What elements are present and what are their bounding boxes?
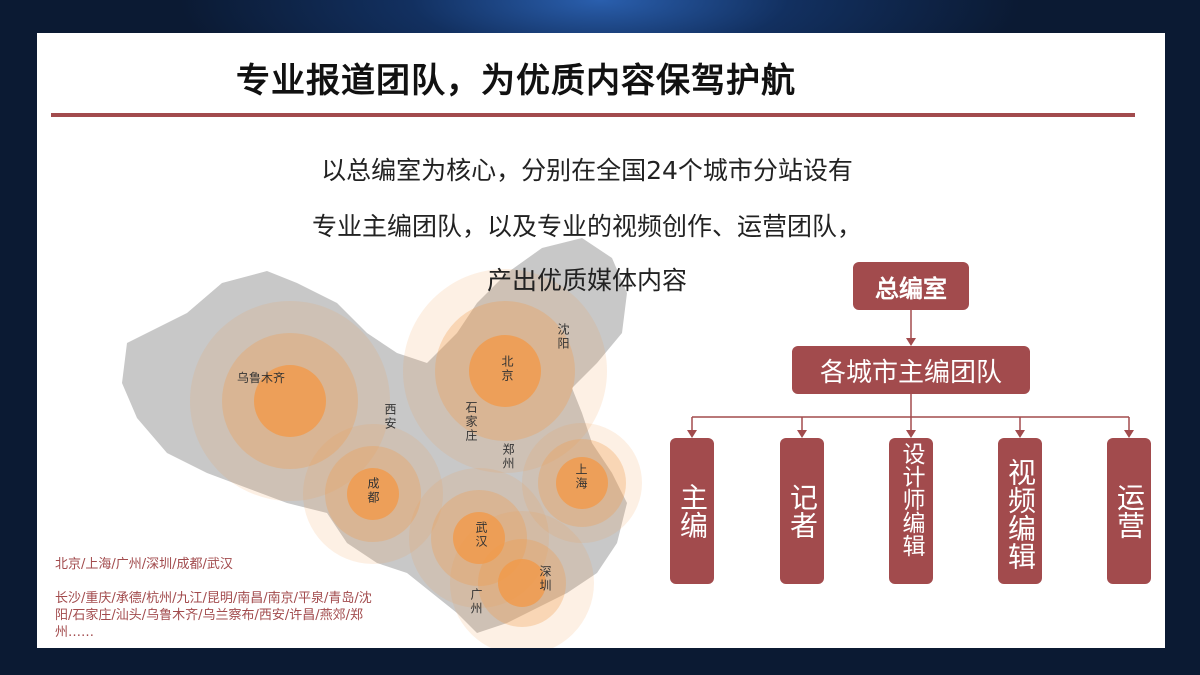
secondary-city-list: 长沙/重庆/承德/杭州/九江/昆明/南昌/南京/平泉/青岛/沈阳/石家庄/汕头/…	[55, 591, 372, 640]
org-node-chief-office: 总编室	[853, 262, 969, 310]
lead-line-2: 专业主编团队，以及专业的视频创作、运营团队，	[311, 212, 862, 241]
city-label-shijiazhuang: 石家庄	[464, 401, 478, 443]
city-label-urumqi: 乌鲁木齐	[237, 371, 286, 385]
org-connectors	[687, 310, 1134, 438]
china-map	[122, 238, 642, 648]
slide: 专业报道团队，为优质内容保驾护航 乌鲁木齐 西安 成都 北京 石家庄 郑州 沈阳…	[37, 33, 1165, 648]
org-leaf-video-editor: 视频编辑	[998, 438, 1042, 584]
city-label-shanghai: 上海	[574, 463, 588, 491]
primary-city-list: 北京/上海/广州/深圳/成都/武汉	[55, 557, 233, 572]
city-label-shenzhen: 深圳	[538, 565, 552, 593]
org-leaf-editor: 主编	[670, 438, 714, 584]
lead-line-3: 产出优质媒体内容	[486, 266, 687, 295]
org-leaf-reporter: 记者	[780, 438, 824, 584]
city-label-wuhan: 武汉	[474, 521, 488, 549]
title-divider	[51, 113, 1135, 117]
city-label-zhengzhou: 郑州	[501, 443, 515, 471]
city-label-chengdu: 成都	[366, 477, 380, 505]
city-label-beijing: 北京	[500, 355, 514, 383]
city-label-shenyang: 沈阳	[556, 323, 570, 351]
lead-line-1: 以总编室为核心，分别在全国24个城市分站设有	[321, 156, 853, 185]
page-title: 专业报道团队，为优质内容保驾护航	[236, 61, 796, 101]
org-node-city-teams: 各城市主编团队	[792, 346, 1030, 394]
city-label-guangzhou: 广州	[469, 588, 483, 616]
org-leaf-operations: 运营	[1107, 438, 1151, 584]
org-leaf-designer: 设计师编辑	[889, 438, 933, 584]
city-label-xian: 西安	[383, 403, 397, 431]
